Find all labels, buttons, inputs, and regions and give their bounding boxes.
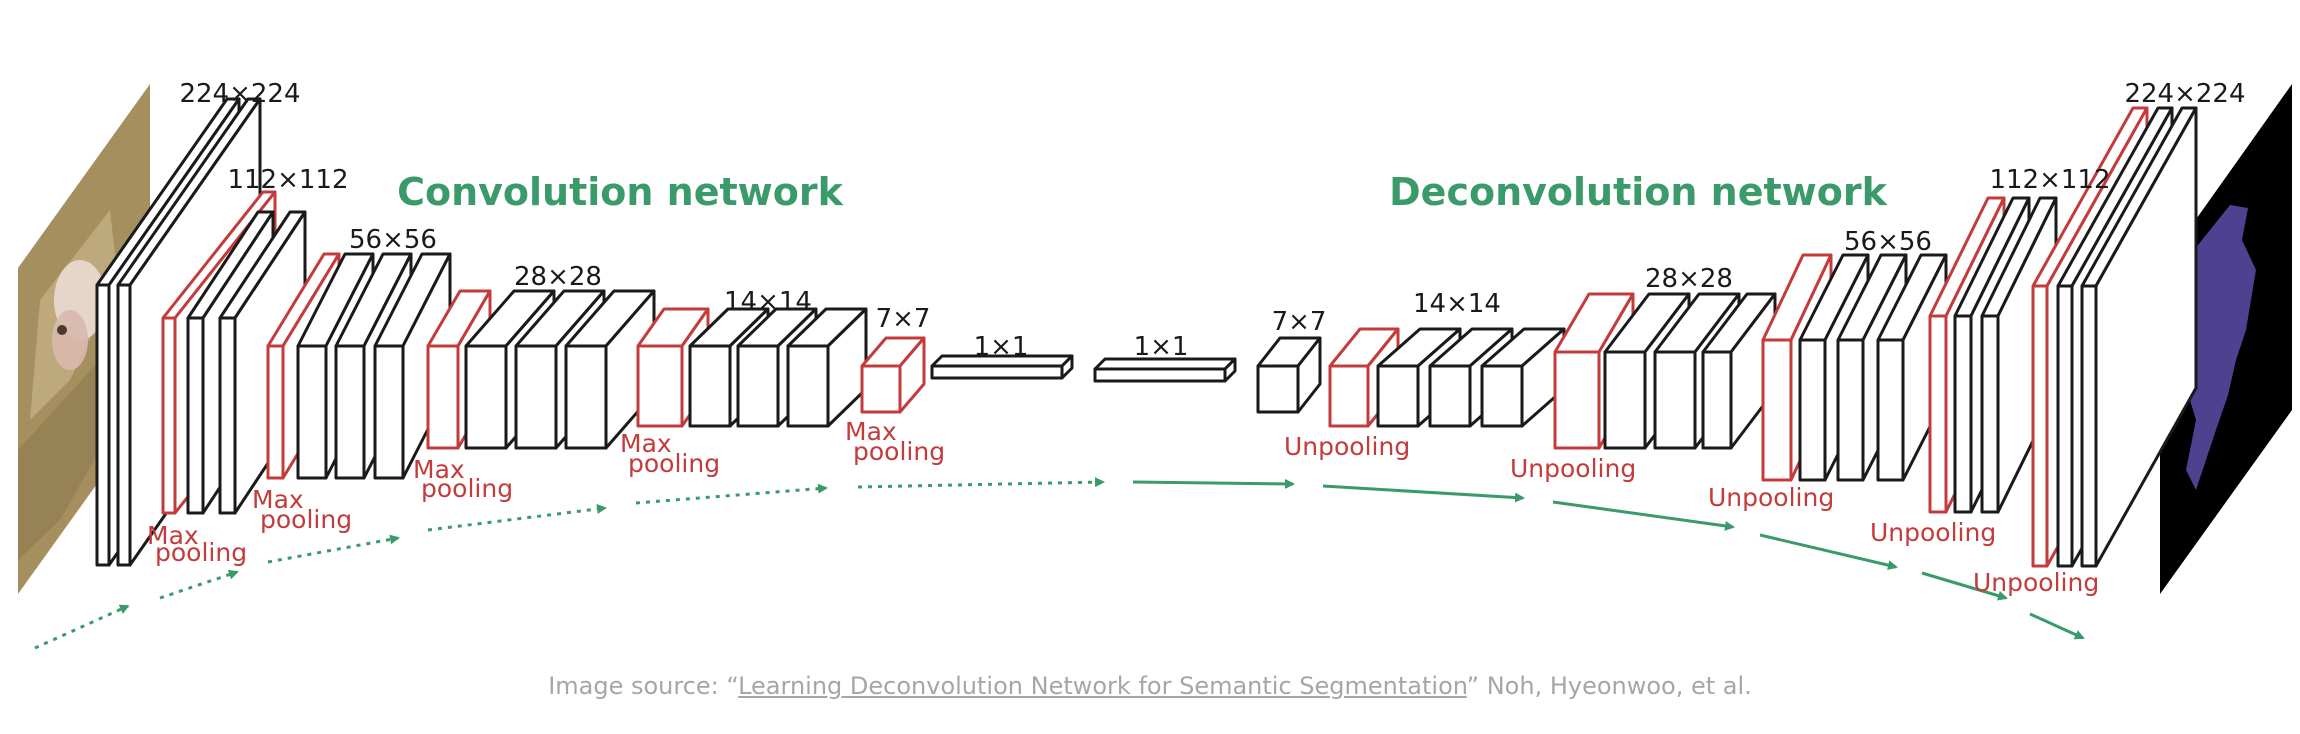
pooling-label-1: pooling [155,538,247,567]
flow-arrow-9 [1759,533,1898,571]
flow-arrow-1 [159,569,239,600]
unpooling-label-4: Unpooling [1870,518,1996,547]
size-label-7: 7×7 [876,304,931,334]
feature-map-block-18 [930,354,1074,380]
size-label-out-224: 224×224 [2124,79,2245,109]
network-blocks [95,97,2198,568]
flow-arrow-11 [2029,612,2085,640]
max-label-3: Max [413,455,465,484]
feature-map-block-8 [373,252,452,480]
size-label-fc1: 1×1 [974,332,1029,362]
size-label-fc2: 1×1 [1134,332,1189,362]
size-label-out-56: 56×56 [1844,227,1932,257]
flow-arrow-10 [1921,571,2008,601]
pooling-label-2: pooling [260,505,352,534]
size-label-out-112: 112×112 [1989,165,2110,195]
unpooling-label-3: Unpooling [1708,483,1834,512]
size-label-out-7: 7×7 [1272,307,1327,337]
flow-arrow-4 [635,483,828,505]
pooling-label-4: pooling [628,449,720,478]
flow-arrow-7 [1322,484,1525,503]
size-label-out-14: 14×14 [1413,289,1501,319]
feature-map-block-19 [1093,357,1237,383]
size-label-out-28: 28×28 [1645,264,1733,294]
flow-arrow-0 [34,604,130,650]
caption-prefix: Image source: “ [548,672,739,700]
flow-arrow-8 [1552,500,1735,531]
pooling-label-3: pooling [421,474,513,503]
unpooling-label-2: Unpooling [1510,454,1636,483]
size-label-56: 56×56 [349,225,437,255]
pooling-layer-block-17 [860,336,926,414]
max-label-4: Max [620,429,672,458]
unpooling-label-5: Unpooling [1973,568,2099,597]
unpooling-label-1: Unpooling [1284,432,1410,461]
conv-network-title: Convolution network [397,170,844,214]
max-label-2: Max [252,485,304,514]
flow-arrow-5 [857,477,1105,489]
input-image [18,84,150,594]
feature-map-block-38 [2080,106,2198,568]
size-label-14: 14×14 [724,287,812,317]
flow-arrow-3 [427,504,607,532]
max-label-1: Max [147,521,199,550]
feature-map-block-12 [564,289,656,450]
flow-arrow-2 [267,534,400,564]
deconv-network-title: Deconvolution network [1389,170,1887,214]
caption-suffix: ” Noh, Hyeonwoo, et al. [1466,672,1752,700]
paper-link[interactable]: Learning Deconvolution Network for Seman… [738,672,1467,700]
flow-arrows [34,477,2085,650]
size-label-112: 112×112 [227,165,348,195]
feature-map-block-20 [1256,336,1322,414]
image-source-caption: Image source: “Learning Deconvolution Ne… [0,672,2300,700]
size-label-28: 28×28 [514,262,602,292]
max-label-5: Max [845,417,897,446]
size-label-224: 224×224 [179,79,300,109]
pooling-label-5: pooling [853,437,945,466]
flow-arrow-6 [1132,478,1295,489]
